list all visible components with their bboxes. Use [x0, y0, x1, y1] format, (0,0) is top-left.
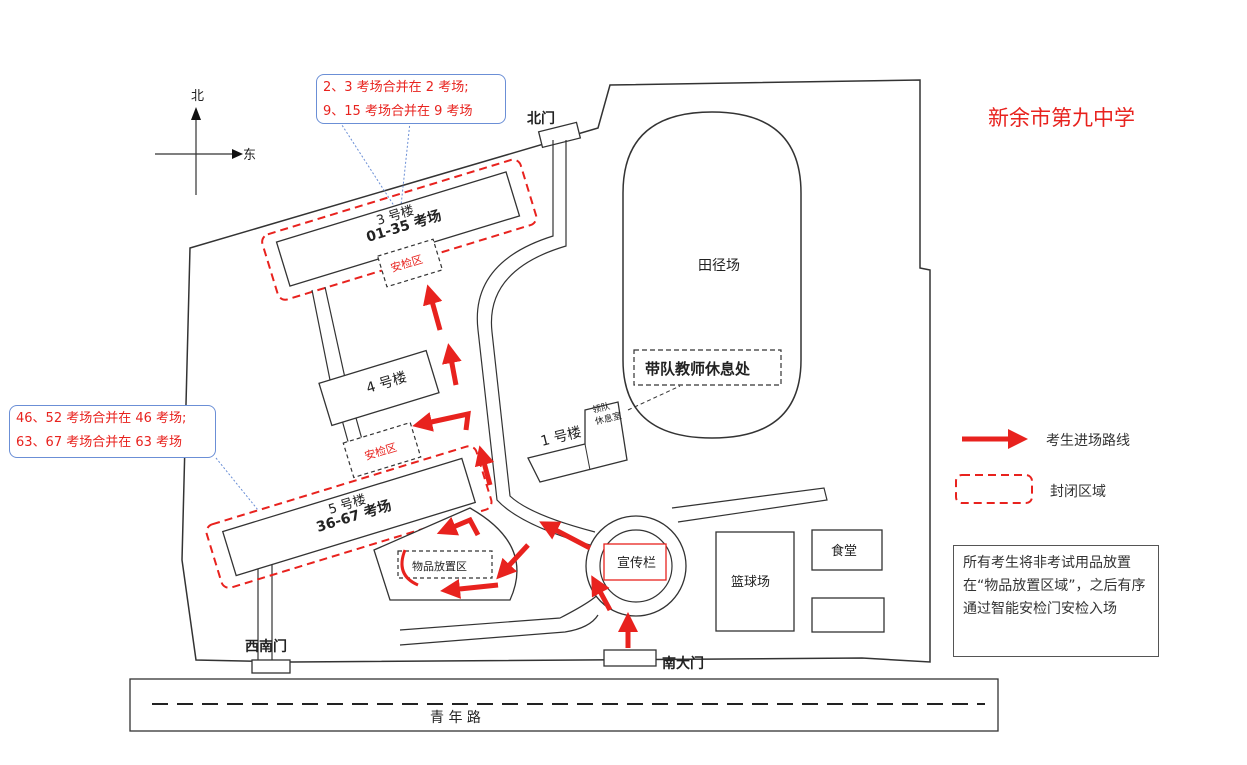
route-arrow-9 — [442, 343, 462, 386]
route-arrow-5 — [436, 516, 481, 537]
road-southwest — [257, 565, 273, 660]
road-east — [671, 487, 828, 523]
south-gate — [603, 649, 657, 667]
track-label: 田径场 — [698, 258, 740, 274]
route-arrow-4 — [474, 445, 495, 486]
canteen — [811, 529, 883, 571]
entrance-route — [412, 284, 638, 648]
storage-zone-box — [397, 550, 493, 579]
campus-boundary — [181, 79, 931, 663]
storage-area — [373, 507, 518, 601]
legend-closed-label: 封闭区域 — [1050, 484, 1106, 500]
south-gate-label: 南大门 — [662, 655, 704, 672]
route-arrow-7 — [440, 579, 499, 599]
callout-left-line-2: 63、67 考场合并在 63 考场 — [16, 435, 183, 450]
callout-top-leader — [339, 121, 401, 216]
school-name: 新余市第九中学 — [988, 106, 1135, 130]
route-arrow-3 — [539, 521, 592, 551]
basketball-court — [715, 531, 795, 632]
canteen-annex — [811, 597, 885, 633]
building-4 — [318, 349, 440, 427]
building-5 — [221, 457, 477, 577]
southwest-gate — [251, 659, 291, 674]
southwest-gate-label: 西南门 — [245, 638, 287, 655]
building-5-closed-zone — [205, 445, 493, 589]
connector-3-4 — [311, 286, 346, 381]
compass-icon — [155, 107, 243, 195]
instruction-note: 所有考生将非考试用品放置在“物品放置区域”，之后有序通过智能安检门安检入场 — [953, 545, 1159, 657]
legend-closed-box — [955, 474, 1033, 504]
callout-top-leader-2 — [399, 121, 411, 216]
teacher-rest-label: 带队教师休息处 — [645, 360, 751, 378]
compass-east-label: 东 — [243, 148, 256, 163]
callout-left: 46、52 考场合并在 46 考场; 63、67 考场合并在 63 考场 — [9, 405, 216, 458]
route-arrow-8 — [412, 410, 471, 432]
route-arrow-2 — [591, 575, 613, 612]
storage-label: 物品放置区 — [412, 559, 467, 573]
teacher-rest-leader — [627, 385, 681, 411]
athletic-track — [622, 111, 802, 439]
north-gate-label: 北门 — [527, 110, 555, 127]
storage-route-curve — [400, 549, 419, 587]
callout-left-line-1: 46、52 考场合并在 46 考场; — [16, 411, 187, 426]
road-label: 青 年 路 — [430, 710, 481, 726]
callout-top-line-1: 2、3 考场合并在 2 考场; — [323, 80, 469, 95]
compass-north-label: 北 — [191, 89, 204, 104]
callout-top: 2、3 考场合并在 2 考场; 9、15 考场合并在 9 考场 — [316, 74, 506, 124]
callout-left-leader — [215, 457, 259, 511]
legend-route-label: 考生进场路线 — [1046, 433, 1130, 449]
north-gate — [537, 121, 582, 149]
teacher-rest-area — [633, 349, 782, 386]
callout-top-line-2: 9、15 考场合并在 9 考场 — [323, 104, 473, 119]
basketball-label: 篮球场 — [731, 575, 770, 590]
bulletin-label: 宣传栏 — [617, 555, 656, 571]
route-arrow-10 — [423, 284, 443, 331]
road-outer — [490, 140, 596, 533]
route-arrow-6 — [496, 543, 530, 580]
bulletin-board — [603, 543, 667, 581]
security-zone-north — [376, 238, 444, 288]
security-zone-south — [342, 421, 422, 479]
canteen-label: 食堂 — [831, 543, 857, 559]
